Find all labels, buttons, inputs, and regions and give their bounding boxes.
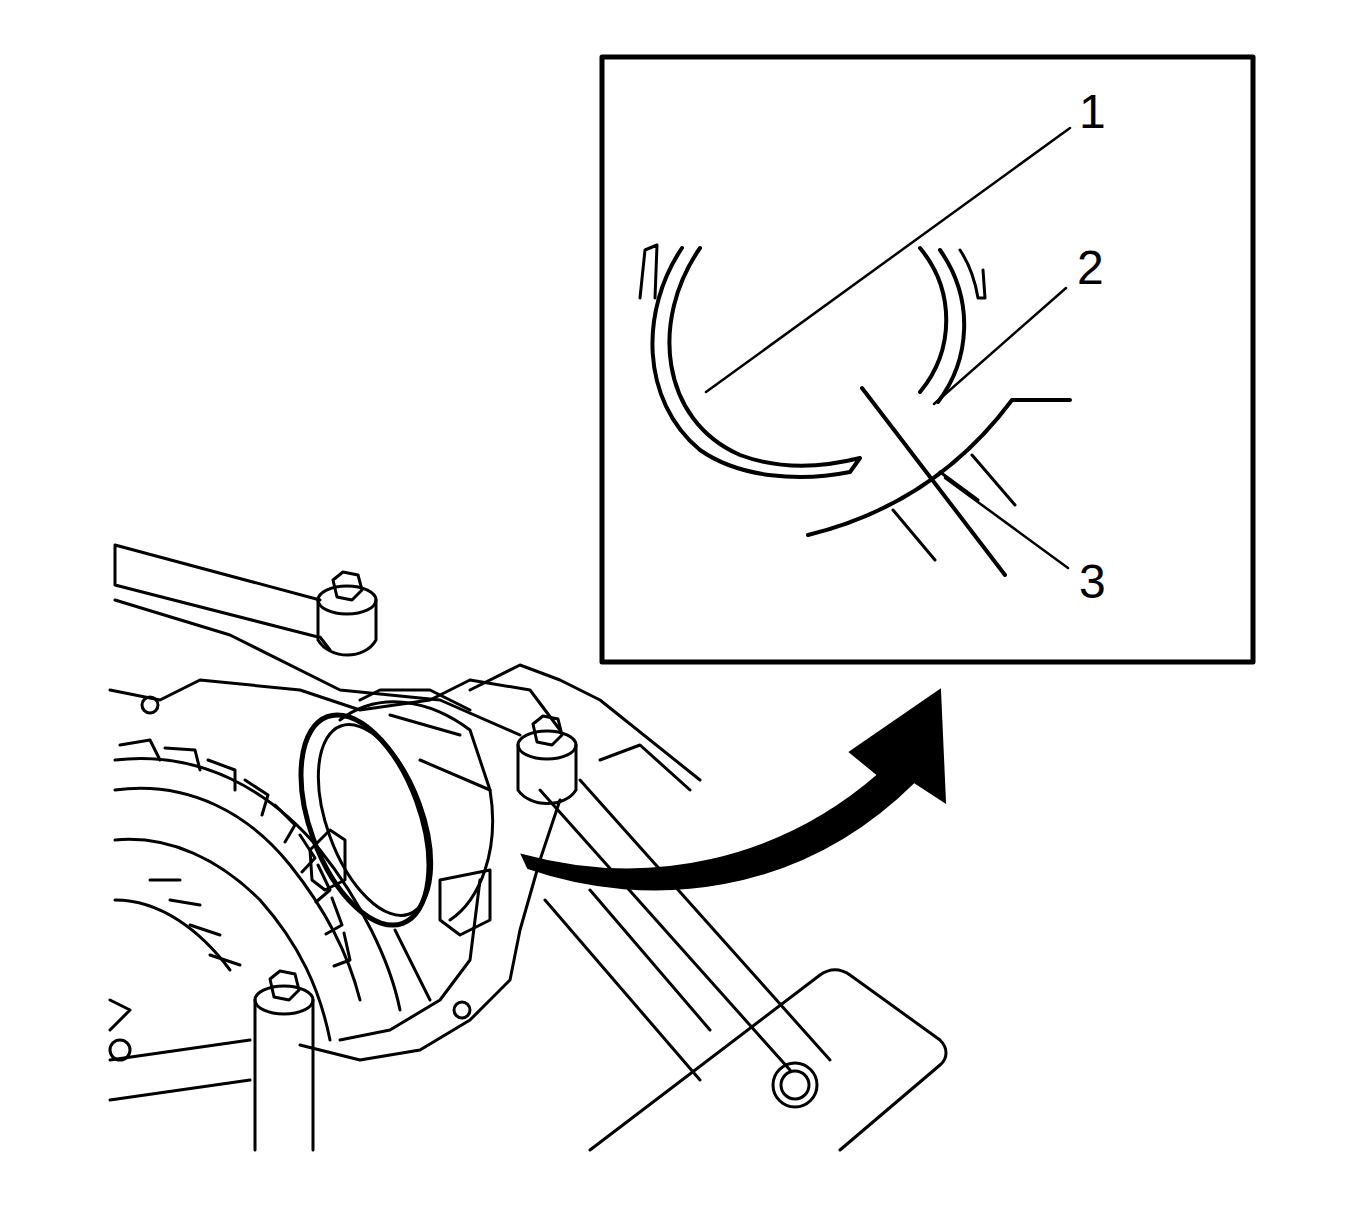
tooth-line [862,388,1005,575]
bearing-cup [920,248,964,402]
ring-gear [115,740,400,1040]
tooth-line [893,455,1015,560]
carrier-bearing [276,690,493,1000]
callout-arrow [522,690,945,889]
callout-number: 2 [1075,244,1106,292]
bracket-arm [115,545,520,735]
leader-line [706,128,1070,392]
housing [110,680,560,1100]
callout-number: 1 [1077,88,1108,136]
bearing-edge [640,245,657,298]
bearing-cup [652,248,860,477]
leader-line [934,288,1066,404]
leader-line [945,478,1068,568]
bearing-edge [960,250,985,298]
callout-number: 3 [1077,558,1108,606]
tool-bar [470,665,946,1150]
inset-frame [602,57,1253,662]
ring-gear-edge [808,400,1070,535]
